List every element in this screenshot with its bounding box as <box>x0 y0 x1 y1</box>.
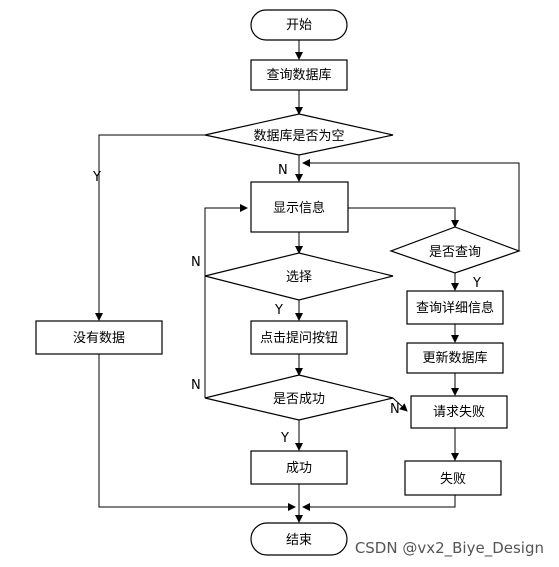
is-success-decision <box>204 374 394 421</box>
is-query-yes-label: Y <box>472 276 481 291</box>
success-label: 成功 <box>286 461 312 476</box>
db-empty-no-label: N <box>278 163 288 178</box>
select-decision <box>204 252 394 301</box>
start-terminal <box>250 9 348 41</box>
click-button-box <box>250 320 348 355</box>
end-label: 结束 <box>286 533 312 548</box>
update-db-box <box>406 342 504 374</box>
success-box <box>250 450 348 485</box>
arrow-fail-to-end <box>302 495 456 511</box>
no-data-label: 没有数据 <box>73 331 125 346</box>
is-query-label: 是否查询 <box>429 245 481 260</box>
query-detail-box <box>406 290 504 325</box>
arrow-select-loop <box>204 204 248 276</box>
select-no-label: N <box>191 255 201 270</box>
is-success-yes-label: Y <box>280 431 289 446</box>
select-yes-label: Y <box>274 303 283 318</box>
fail-label: 失败 <box>440 472 466 487</box>
select-label: 选择 <box>286 270 312 285</box>
click-button-label: 点击提问按钮 <box>260 330 338 346</box>
arrow-dbempty-to-nodata <box>95 134 205 321</box>
is-success-no-right-label: N <box>390 402 400 417</box>
query-db-box <box>250 59 348 91</box>
arrow-isquery-loop <box>302 159 520 251</box>
update-db-label: 更新数据库 <box>422 350 487 366</box>
db-empty-yes-label: Y <box>92 170 101 185</box>
start-label: 开始 <box>286 18 312 33</box>
no-data-box <box>35 320 163 355</box>
db-empty-decision <box>204 113 394 156</box>
show-info-label: 显示信息 <box>273 200 325 216</box>
is-query-decision <box>389 226 521 274</box>
request-fail-label: 请求失败 <box>433 405 485 420</box>
is-success-label: 是否成功 <box>273 392 325 407</box>
show-info-box <box>250 181 349 233</box>
request-fail-box <box>410 395 508 429</box>
arrow-nodata-to-end <box>98 354 296 511</box>
connectors <box>95 40 520 523</box>
is-success-no-left-label: N <box>191 378 201 393</box>
fail-box <box>404 460 502 496</box>
query-db-label: 查询数据库 <box>266 67 331 83</box>
query-detail-label: 查询详细信息 <box>416 300 494 316</box>
end-terminal <box>250 522 348 556</box>
db-empty-label: 数据库是否为空 <box>253 128 344 144</box>
arrow-success-to-request <box>392 397 408 412</box>
watermark: CSDN @vx2_Biye_Design <box>355 539 544 558</box>
arrow-show-to-isquery <box>348 207 459 228</box>
